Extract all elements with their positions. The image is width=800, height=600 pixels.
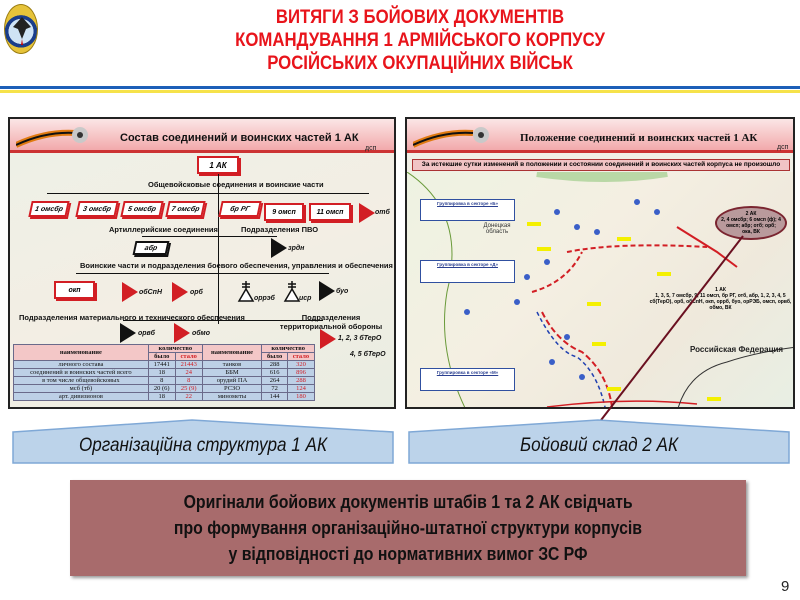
classification-mark: дсп: [777, 144, 789, 151]
country-label: Российская Федерация: [690, 345, 784, 354]
section-support: Воинские части и подразделения боевого о…: [80, 261, 393, 270]
unit-okp: окп: [54, 281, 95, 299]
classification-mark: дсп: [365, 145, 377, 152]
root-unit-1ak: 1 АК: [197, 156, 239, 174]
situation-map-document: Положение соединений и воинских частей 1…: [405, 117, 795, 409]
ribbon-emblem-icon: [16, 127, 88, 148]
unit-obmo-label: обмо: [192, 330, 210, 337]
unit-orb-label: орб: [190, 289, 203, 296]
unit-buo-symbol: [319, 281, 335, 301]
unit-buo-label: буо: [336, 288, 349, 295]
unit-btero-2-label: 4, 5 бТерО: [350, 351, 386, 358]
section-combined-arms: Общевойсковые соединения и воинские част…: [148, 180, 324, 189]
doc-title: Положение соединений и воинских частей 1…: [520, 132, 758, 144]
unit-abr: абр: [132, 241, 170, 255]
page-number: 9: [781, 578, 790, 595]
section-territorial: Подразделения территориальной обороны: [279, 313, 383, 331]
unit-3-omsbr: 3 омсбр: [75, 201, 119, 217]
unit-otb-label: отб: [375, 209, 390, 216]
unit-isr-symbol: [283, 281, 301, 302]
unit-orreb-symbol: [237, 281, 255, 302]
section-artillery: Артиллерийские соединения: [109, 225, 218, 234]
unit-orvb-symbol: [120, 323, 136, 343]
status-banner: За истекшие сутки изменений в положении …: [412, 159, 790, 171]
unit-5-omsbr: 5 омсбр: [120, 201, 164, 217]
unit-btero-symbol: [320, 329, 336, 349]
owl-icon: [13, 17, 31, 45]
callout-right-text: Бойовий склад 2 АК: [519, 435, 679, 456]
sector-box-m: Группировка в секторе «М»: [420, 368, 515, 391]
section-logistics: Подразделения материального и техническо…: [19, 313, 245, 322]
row-label-art-battalions: арт. дивизионов: [13, 392, 149, 401]
org-structure-document: Состав соединений и воинских частей 1 АК…: [8, 117, 396, 409]
unit-obmo-symbol: [174, 323, 190, 343]
region-label: Донецкая область: [483, 223, 511, 235]
conclusion-box: Оригінали бойових документів штабів 1 та…: [70, 480, 746, 576]
sector-box-d: Группировка в секторе «Д»: [420, 260, 515, 283]
unit-zrdn-symbol: [271, 238, 287, 258]
unit-11-omsp: 11 омсп: [309, 203, 351, 221]
stripe-yellow: [0, 90, 800, 93]
callout-left: Організаційна структура 1 АК: [12, 418, 394, 464]
row-label-mortars: минометы: [201, 392, 263, 401]
stripe-blue: [0, 86, 800, 89]
unit-7-omsbr: 7 омсбр: [165, 201, 206, 217]
unit-obspn-label: обСпН: [139, 289, 162, 296]
unit-orvb-label: орвб: [138, 330, 155, 337]
unit-orb-symbol: [172, 282, 188, 302]
doc-title: Состав соединений и воинских частей 1 АК: [120, 132, 359, 144]
hur-emblem: [4, 4, 38, 54]
callout-right: Бойовий склад 2 АК: [408, 418, 790, 464]
callout-left-text: Організаційна структура 1 АК: [78, 435, 328, 456]
unit-orreb-label: оррэб: [254, 295, 275, 302]
unit-isr-label: иср: [299, 295, 312, 302]
unit-otb-symbol: [359, 203, 375, 223]
unit-btero-1-label: 1, 2, 3 бТерО: [338, 335, 382, 342]
unit-br-rg: бр РГ: [218, 201, 262, 217]
ribbon-emblem-icon: [413, 127, 489, 148]
unit-9-omsp: 9 омсп: [264, 203, 304, 221]
section-air-defense: Подразделения ПВО: [241, 225, 319, 234]
doc-header: [407, 119, 793, 153]
unit-obspn-symbol: [122, 282, 138, 302]
unit-1-omsbr: 1 омсбр: [28, 201, 70, 217]
unit-zrdn-label: зрдн: [288, 245, 305, 252]
sector-box-b: Группировка в секторе «Б»: [420, 199, 515, 221]
